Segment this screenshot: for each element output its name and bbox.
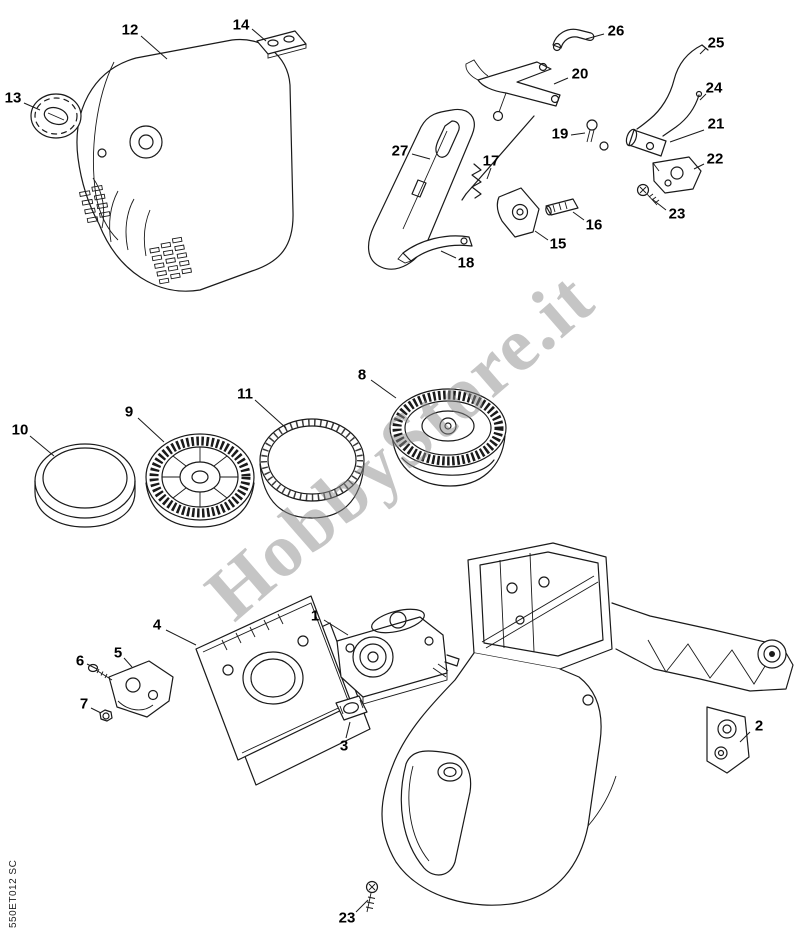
part-callout-7: 7 — [80, 696, 88, 713]
part-callout-12: 12 — [122, 22, 139, 39]
part-callout-22: 22 — [707, 151, 724, 168]
part-14-bracket-plate — [256, 30, 307, 59]
part-25-wire-link — [636, 44, 709, 130]
part-callout-11: 11 — [237, 386, 253, 403]
callout-leader-6 — [86, 663, 98, 670]
part-19-pins — [586, 119, 609, 151]
part-callout-14: 14 — [233, 17, 250, 34]
part-callout-8: 8 — [358, 367, 366, 384]
part-16-pin — [545, 198, 579, 216]
callout-leader-13 — [23, 102, 41, 111]
part-24-rod — [662, 90, 703, 137]
part-callout-23: 23 — [339, 910, 356, 927]
part-callout-10: 10 — [12, 422, 29, 439]
part-callout-21: 21 — [708, 116, 725, 133]
part-callout-23: 23 — [669, 206, 686, 223]
callout-leader-2 — [739, 731, 751, 743]
part-7-nut — [99, 709, 113, 722]
part-8-air-filter — [389, 388, 507, 487]
callout-leader-12 — [140, 35, 168, 60]
part-callout-16: 16 — [586, 217, 603, 234]
part-5-retainer — [108, 660, 174, 718]
callout-leader-23 — [355, 899, 369, 913]
callout-leader-27 — [411, 153, 431, 160]
part-callout-4: 4 — [153, 617, 162, 634]
callout-leader-5 — [123, 657, 133, 668]
part-callout-18: 18 — [458, 255, 475, 272]
callout-leader-16 — [572, 211, 585, 221]
part-callout-26: 26 — [608, 23, 625, 40]
part-22-bracket — [652, 156, 702, 194]
part-15-lever — [496, 187, 540, 238]
part-callout-6: 6 — [76, 653, 84, 670]
callout-leader-11 — [254, 399, 287, 429]
callout-leader-18 — [440, 250, 457, 259]
callout-leader-7 — [90, 707, 102, 714]
housing-crankcase — [381, 542, 794, 906]
part-20-throttle-lever — [465, 59, 561, 122]
part-callout-13: 13 — [5, 90, 22, 107]
callout-leader-15 — [534, 230, 549, 241]
part-callout-19: 19 — [552, 126, 569, 143]
part-callout-25: 25 — [708, 35, 725, 52]
callout-leader-1 — [323, 619, 349, 636]
vent-slots-right — [149, 236, 192, 285]
callout-leader-8 — [370, 379, 397, 399]
part-18-strip — [397, 235, 473, 264]
callout-leader-24 — [699, 93, 707, 101]
part-1-carburetor — [336, 608, 460, 705]
part-27-hand-guard — [367, 108, 475, 270]
part-3-grommet — [335, 695, 368, 721]
callout-leader-23 — [651, 198, 667, 211]
part-12-shroud — [76, 38, 294, 292]
callout-leader-22 — [693, 163, 705, 170]
part-23-screw-lower — [365, 880, 379, 913]
callout-leader-26 — [585, 33, 605, 40]
part-callout-3: 3 — [340, 738, 348, 755]
callout-leader-20 — [553, 77, 569, 85]
part-4-baffle-plate — [195, 595, 371, 786]
callout-leader-3 — [345, 721, 351, 739]
part-callout-9: 9 — [125, 404, 133, 421]
part-11-filter-ring — [259, 418, 365, 519]
callout-leader-19 — [570, 132, 586, 136]
part-callout-24: 24 — [706, 80, 723, 97]
part-21-sleeve — [625, 128, 667, 157]
callout-leader-17 — [486, 167, 492, 180]
callout-leader-10 — [29, 435, 55, 457]
callout-leader-25 — [699, 47, 707, 55]
part-callout-2: 2 — [755, 718, 763, 735]
part-13-knob — [30, 93, 82, 139]
callout-leader-21 — [669, 129, 705, 143]
part-callout-5: 5 — [114, 645, 122, 662]
callout-leader-14 — [251, 28, 267, 42]
part-26-lever — [552, 28, 595, 52]
part-2-bracket — [706, 706, 750, 774]
vent-slots-left — [79, 185, 111, 224]
part-17-spring — [461, 115, 535, 201]
callout-leader-9 — [137, 417, 165, 443]
part-10-seal-ring — [34, 443, 136, 528]
part-callout-17: 17 — [483, 153, 500, 170]
part-callout-15: 15 — [550, 236, 567, 253]
part-callout-1: 1 — [311, 608, 319, 625]
diagram-code: 550ET012 SC — [8, 859, 19, 928]
callout-leader-4 — [165, 629, 197, 646]
part-callout-20: 20 — [572, 66, 589, 83]
part-9-filter-element — [145, 433, 255, 528]
part-callout-27: 27 — [392, 143, 409, 160]
